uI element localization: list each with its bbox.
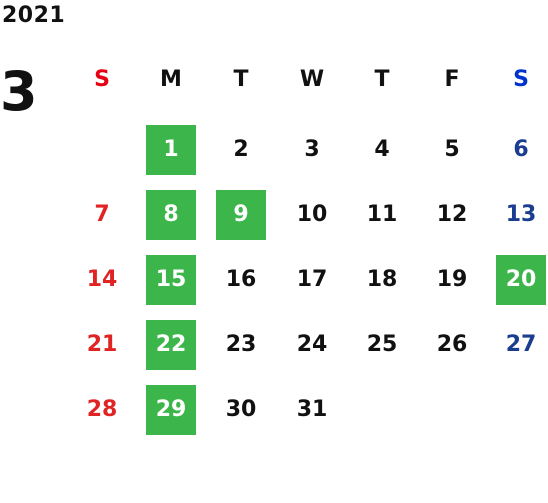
day-cell-29: 29 — [146, 385, 196, 435]
day-cell-18: 18 — [366, 267, 398, 292]
day-cell-25: 25 — [366, 332, 398, 357]
day-cell-8: 8 — [146, 190, 196, 240]
day-cell-1: 1 — [146, 125, 196, 175]
day-cell-16: 16 — [225, 267, 257, 292]
weekday-tuesday: T — [233, 67, 249, 92]
day-cell-13: 13 — [505, 202, 537, 227]
weekday-thursday: T — [374, 67, 390, 92]
weekday-friday: F — [444, 67, 460, 92]
day-cell-27: 27 — [505, 332, 537, 357]
year-label: 2021 — [2, 3, 66, 28]
day-cell-17: 17 — [296, 267, 328, 292]
day-cell-23: 23 — [225, 332, 257, 357]
day-cell-28: 28 — [86, 397, 118, 422]
day-cell-31: 31 — [296, 397, 328, 422]
weekday-wednesday: W — [299, 67, 325, 92]
day-cell-7: 7 — [94, 202, 110, 227]
day-cell-20: 20 — [496, 255, 546, 305]
day-cell-11: 11 — [366, 202, 398, 227]
day-cell-12: 12 — [436, 202, 468, 227]
day-cell-30: 30 — [225, 397, 257, 422]
day-cell-22: 22 — [146, 320, 196, 370]
day-cell-19: 19 — [436, 267, 468, 292]
weekday-saturday: S — [513, 67, 529, 92]
day-cell-5: 5 — [444, 137, 460, 162]
day-cell-3: 3 — [304, 137, 320, 162]
day-cell-26: 26 — [436, 332, 468, 357]
day-cell-4: 4 — [374, 137, 390, 162]
day-cell-6: 6 — [513, 137, 529, 162]
day-cell-15: 15 — [146, 255, 196, 305]
day-cell-21: 21 — [86, 332, 118, 357]
day-cell-2: 2 — [233, 137, 249, 162]
month-number: 3 — [0, 60, 38, 123]
day-cell-24: 24 — [296, 332, 328, 357]
day-cell-9: 9 — [216, 190, 266, 240]
day-cell-14: 14 — [86, 267, 118, 292]
day-cell-10: 10 — [296, 202, 328, 227]
weekday-sunday: S — [94, 67, 110, 92]
weekday-monday: M — [160, 67, 182, 92]
